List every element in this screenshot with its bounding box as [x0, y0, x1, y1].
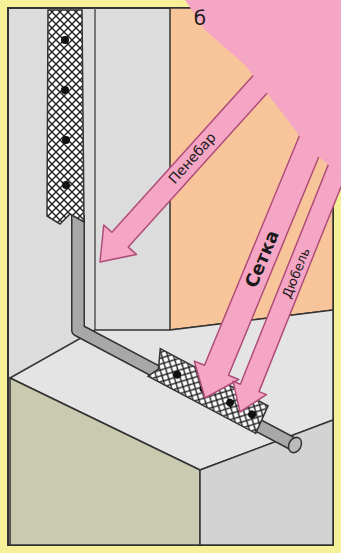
- sill-front: [10, 378, 200, 545]
- partial-label: б: [194, 8, 206, 28]
- sill-side: [200, 420, 333, 545]
- mesh-strip: [47, 10, 84, 224]
- corner-line: [94, 8, 96, 330]
- cord-end: [286, 435, 304, 455]
- leader-arrow: [233, 156, 341, 412]
